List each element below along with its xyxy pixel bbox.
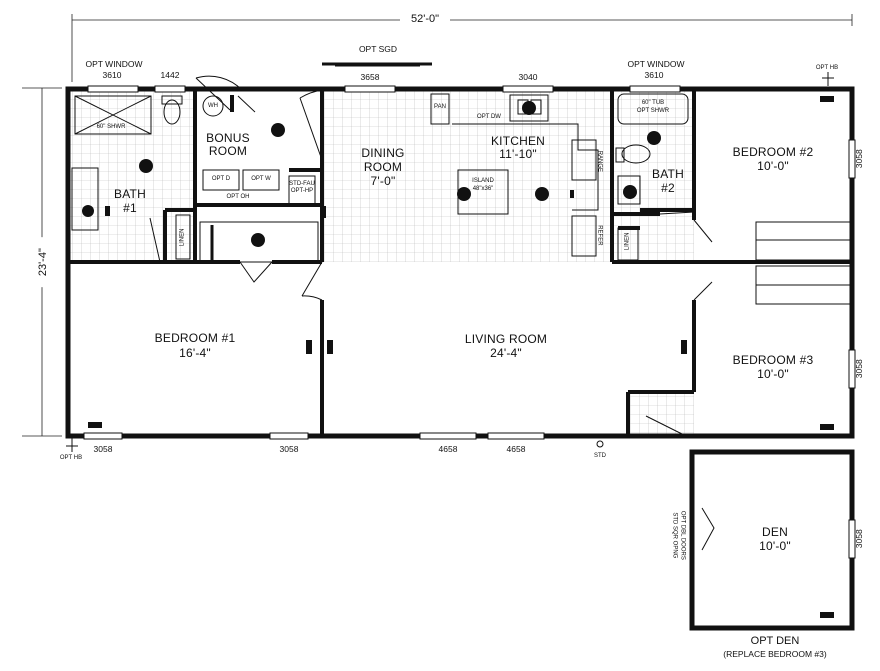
bonus-room-line2: ROOM [208, 144, 248, 158]
kitchen-name: KITCHEN [490, 134, 546, 148]
window-size-3610-left: 3610 [102, 70, 122, 80]
kitchen-size: 11'-10" [499, 147, 537, 161]
opt-washer-label: OPT W [251, 176, 271, 182]
bedroom1-name: BEDROOM #1 [154, 331, 236, 345]
windows [83, 85, 856, 559]
door-swings [149, 75, 715, 551]
linen-label-bath2: LINEN [624, 232, 631, 251]
living-room-name: LIVING ROOM [464, 332, 548, 346]
ceiling-lights [82, 101, 661, 247]
den-door-note-2: OPT DBL DOORS [679, 510, 686, 560]
fixtures [71, 93, 689, 257]
water-heater-label: WH [208, 103, 218, 109]
window-size-3058-bed3: 3058 [854, 359, 865, 379]
dining-kitchen-tile [322, 90, 612, 262]
overall-width-label: 52'-0" [400, 13, 450, 26]
window-label-bath1: OPT WINDOW [85, 59, 143, 69]
bedroom1-size: 16'-4" [179, 346, 211, 360]
opt-hb-top: OPT HB [815, 65, 839, 71]
overall-depth-label: 23'-4" [36, 237, 50, 288]
shower-label: 60" SHWR [96, 124, 126, 130]
bedroom2-size: 10'-0" [757, 159, 789, 173]
window-label-bath2: OPT WINDOW [627, 59, 685, 69]
window-size-1442: 1442 [160, 70, 180, 80]
island-size: 48"x36" [472, 186, 494, 192]
furnace-label-2: OPT-HP [290, 188, 314, 194]
std-marker-label: STD [594, 453, 606, 459]
bedroom3-size: 10'-0" [757, 367, 789, 381]
dining-room-line2: ROOM [363, 160, 403, 174]
window-size-3058-den: 3058 [854, 529, 865, 549]
bath2-number: #2 [661, 181, 675, 195]
opt-oh-label: OPT OH [226, 194, 250, 200]
opt-den-subtitle: (REPLACE BEDROOM #3) [723, 649, 827, 659]
pantry-label: PAN [434, 104, 446, 110]
overall-width-dimension [71, 14, 853, 82]
dining-room-size: 7'-0" [370, 174, 396, 188]
electrical-marks [88, 96, 834, 618]
refer-label: REFER [596, 225, 603, 246]
range-label: RANGE [596, 150, 603, 173]
closets [175, 214, 853, 305]
living-room-size: 24'-4" [490, 346, 522, 360]
bonus-room-line1: BONUS [206, 131, 250, 145]
window-size-3058-bottom-1: 3058 [93, 444, 113, 454]
opt-dryer-label: OPT D [211, 176, 231, 182]
entry-tile [628, 392, 694, 436]
dining-room-line1: DINING [361, 146, 405, 160]
window-size-3040: 3040 [518, 72, 538, 82]
linen-label-bath1: LINEN [179, 228, 186, 247]
window-size-4658-2: 4658 [506, 444, 526, 454]
opt-hb-bottom: OPT HB [59, 455, 83, 461]
bedroom2-name: BEDROOM #2 [732, 145, 814, 159]
bath1-tile [70, 90, 195, 262]
opt-sgd-label: OPT SGD [358, 44, 398, 54]
hose-bibs [66, 72, 834, 452]
bedroom3-name: BEDROOM #3 [732, 353, 814, 367]
furnace-label-1: STD-FAU [289, 181, 315, 187]
opt-dw-label: OPT DW [477, 114, 501, 120]
island-label: ISLAND [472, 178, 494, 184]
window-size-3058-bottom-2: 3058 [279, 444, 299, 454]
window-size-3658-dining: 3658 [360, 72, 380, 82]
den-door-note-1: STD SQR OPNG [671, 512, 678, 559]
opt-den-title: OPT DEN [750, 635, 800, 647]
window-size-4658-1: 4658 [438, 444, 458, 454]
window-size-3058-bed2: 3058 [854, 149, 865, 169]
window-size-3610-right: 3610 [644, 70, 664, 80]
bath2-name: BATH [652, 167, 684, 181]
den-name: DEN [762, 525, 788, 539]
tub-label-1: 60" TUB [641, 100, 665, 106]
bath1-name: BATH [114, 187, 146, 201]
bath1-number: #1 [123, 201, 137, 215]
tub-label-2: OPT SHWR [636, 108, 670, 114]
den-size: 10'-0" [759, 539, 791, 553]
